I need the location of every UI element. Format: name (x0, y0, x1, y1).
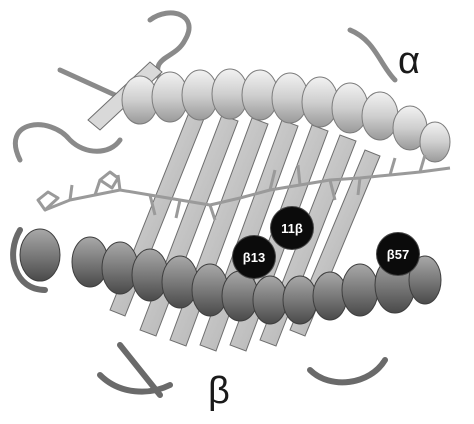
alpha-chain-label: α (398, 40, 420, 82)
residue-marker-11b: 11β (271, 207, 313, 249)
residue-marker-b57: β57 (377, 233, 419, 275)
residue-marker-b13: β13 (233, 236, 275, 278)
lower-loops (10, 227, 388, 398)
alpha-helix (121, 68, 451, 163)
top-loops (12, 10, 398, 163)
beta-chain-label: β (208, 370, 230, 412)
peptide-sticks (36, 154, 451, 221)
beta-helix (19, 228, 442, 325)
